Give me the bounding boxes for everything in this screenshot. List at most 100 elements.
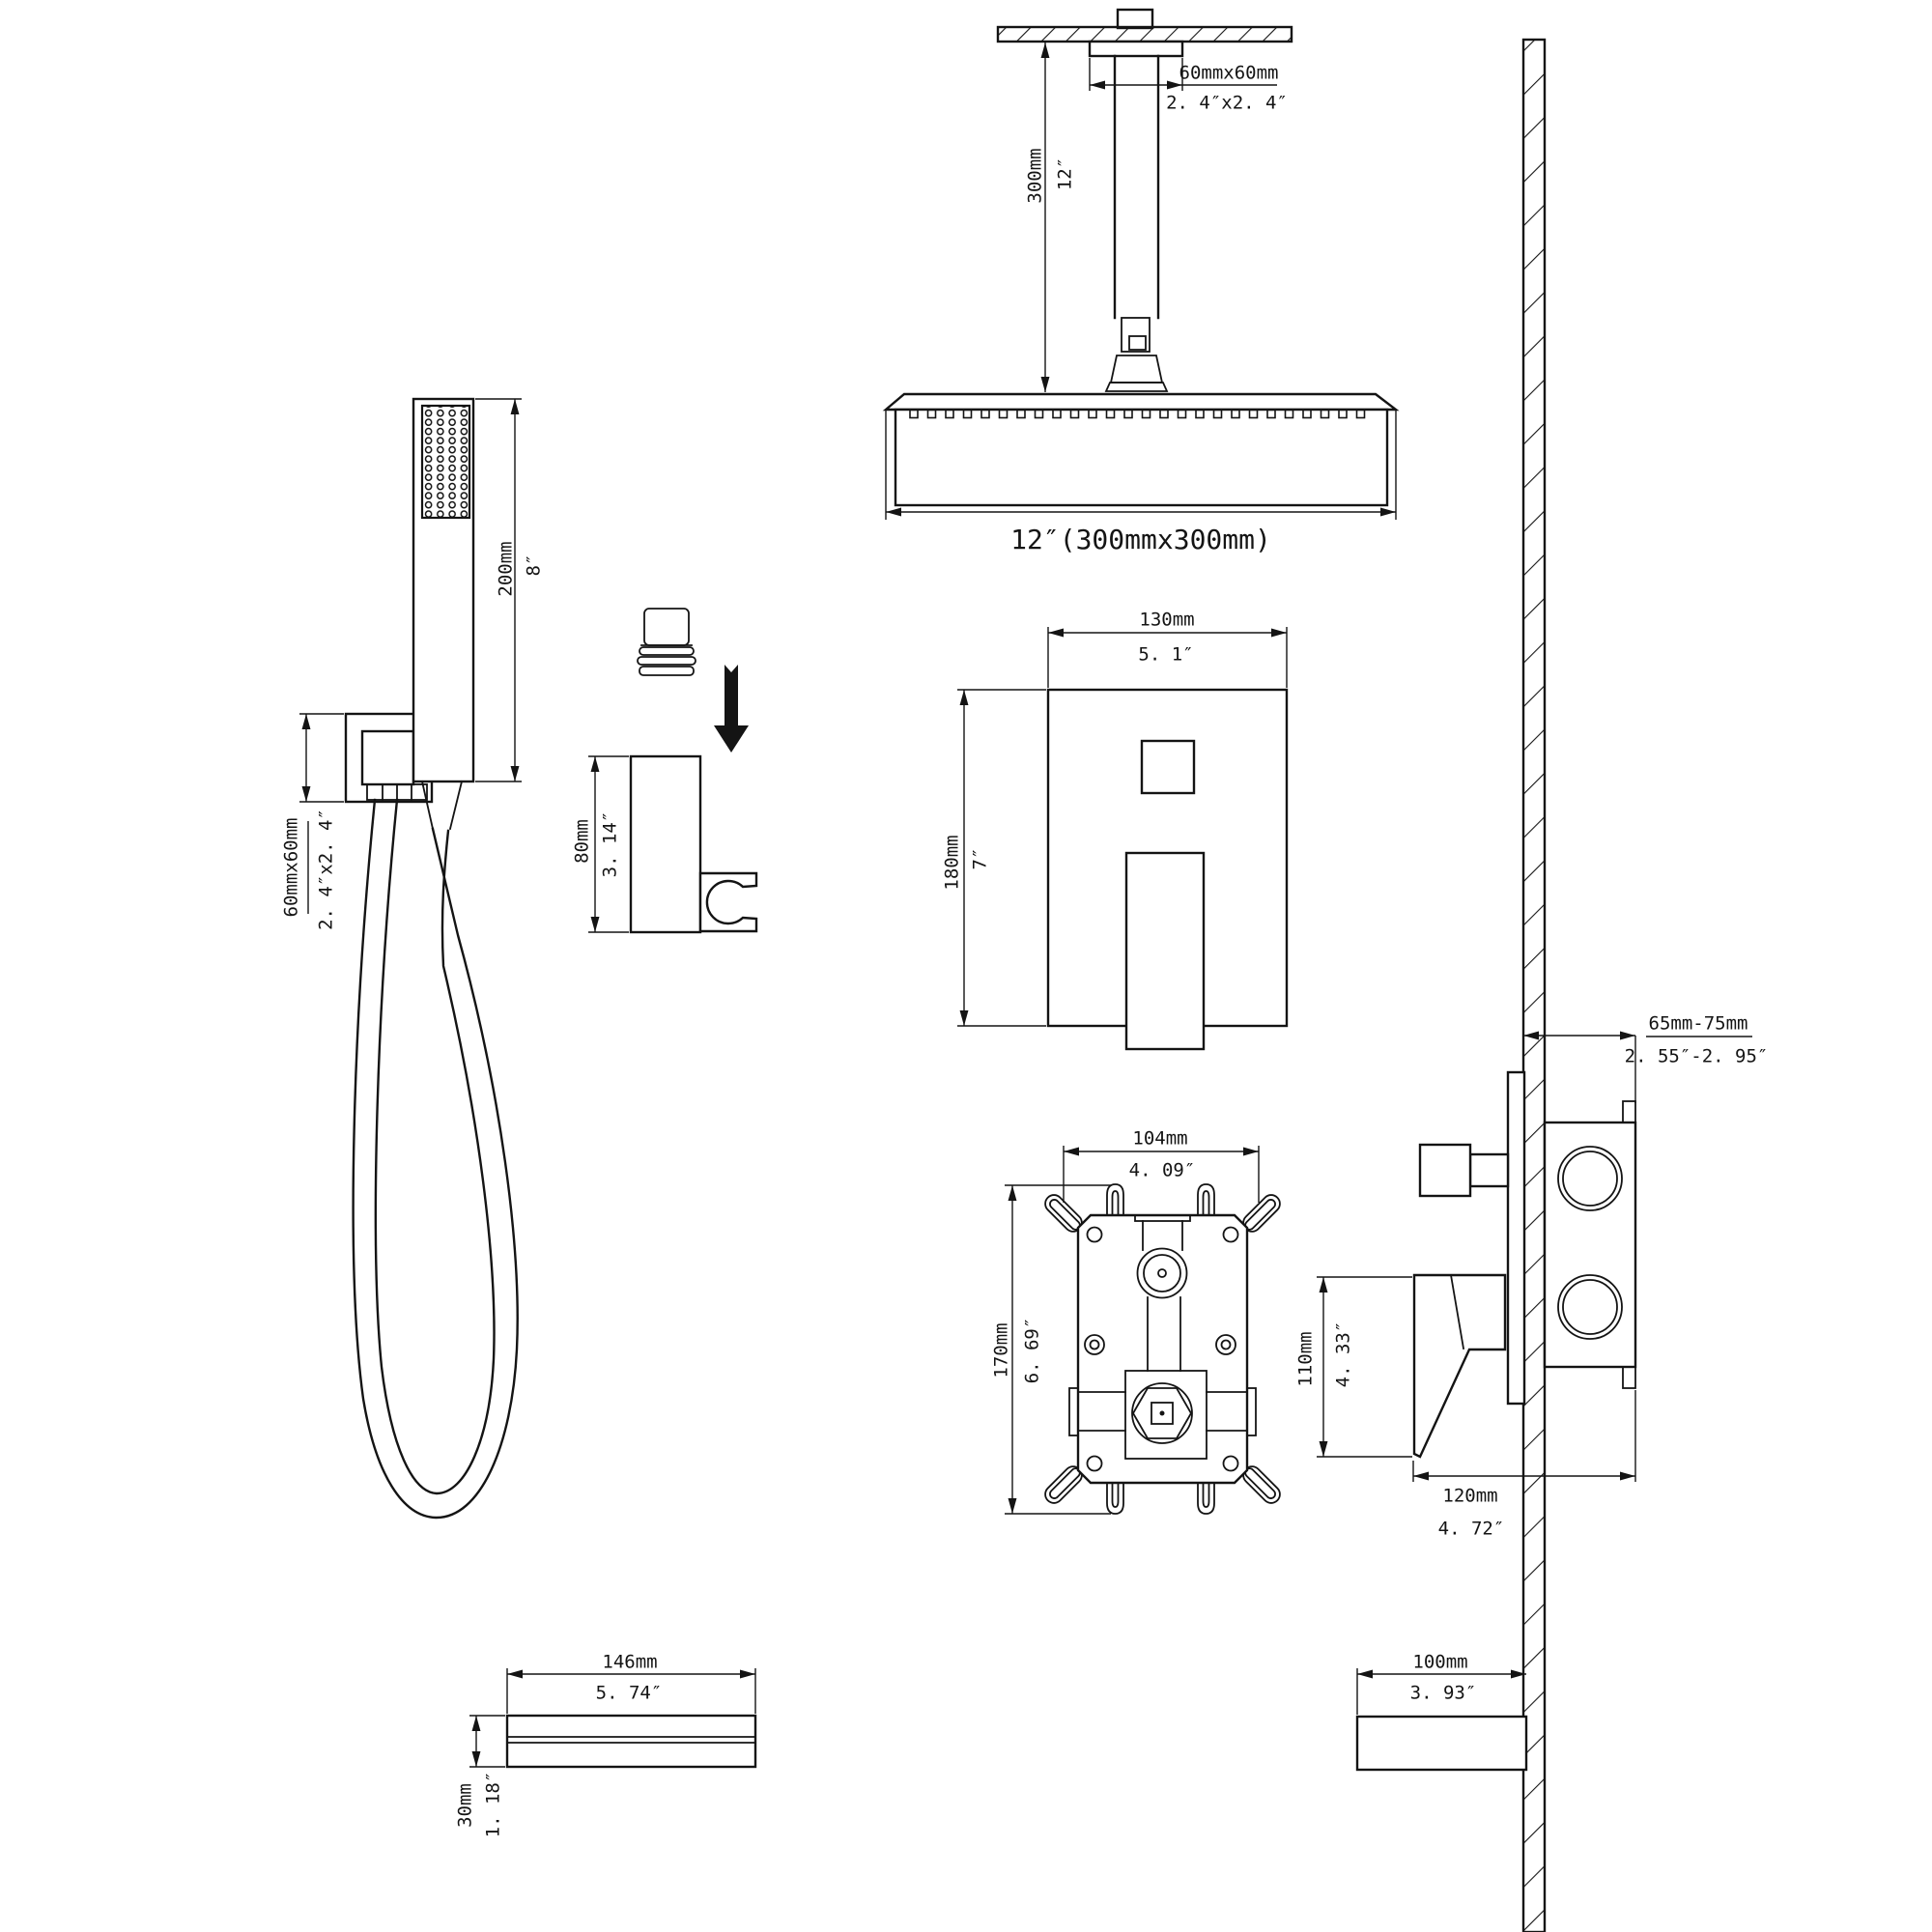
dim-valve-height-mm: 170mm — [991, 1322, 1012, 1378]
side-screw-hole — [1220, 1339, 1232, 1350]
dim-valve-width-mm: 104mm — [1132, 1128, 1187, 1150]
valve-port-side — [1557, 1146, 1623, 1211]
dim-wall-depth: 65mm-75mm 2. 55″-2. 95″ — [1523, 1013, 1769, 1103]
spout-side-body — [1355, 1715, 1528, 1772]
dim-spout-length: 100mm 3. 93″ — [1356, 1652, 1526, 1715]
handheld-shower-assembly: 200mm 8″ 60mmx60mm 2. 4″x2. 4″ — [281, 397, 545, 1520]
dim-arm-length: 300mm 12″ — [1025, 43, 1076, 392]
side-screw-hole — [1089, 1339, 1100, 1350]
dim-handle-height: 110mm 4. 33″ — [1295, 1276, 1412, 1458]
dim-handheld-length-in: 8″ — [524, 554, 545, 577]
dim-trim-width: 130mm 5. 1″ — [1047, 610, 1288, 688]
shower-hose-inner — [374, 798, 496, 1495]
valve-bottom-notch — [1622, 1366, 1636, 1389]
holder-clip — [698, 871, 758, 933]
dim-head-size-label: 12″(300mmx300mm) — [1010, 524, 1271, 555]
wall-section-hatch — [1521, 38, 1547, 1932]
side-screw-washer — [1215, 1334, 1236, 1355]
dim-handheld-length-mm: 200mm — [496, 541, 517, 596]
dim-handheld-bracket-in: 2. 4″x2. 4″ — [316, 809, 337, 930]
handheld-spray-face — [420, 404, 471, 520]
wall-supply-elbow — [360, 729, 415, 786]
trim-handle — [1124, 851, 1206, 1051]
side-installation-view: 65mm-75mm 2. 55″-2. 95″ 110mm 4. 33″ 120… — [1295, 38, 1769, 1932]
dim-spout-width: 146mm 5. 74″ — [506, 1652, 756, 1714]
dim-valve-width-in: 4. 09″ — [1129, 1160, 1196, 1181]
dim-head-size: 12″(300mmx300mm) — [885, 411, 1397, 555]
cartridge-stem — [1151, 1402, 1174, 1425]
dim-valve-width: 104mm 4. 09″ — [1063, 1128, 1260, 1203]
valve-port-side — [1557, 1274, 1623, 1340]
top-outlet-port-center — [1157, 1268, 1167, 1278]
dim-handheld-bracket-mm: 60mmx60mm — [281, 818, 302, 918]
dim-spout-height: 30mm 1. 18″ — [455, 1715, 505, 1838]
lever-handle-edge — [1449, 1273, 1465, 1350]
dim-spout-width-mm: 146mm — [602, 1652, 657, 1673]
screw-hole — [1086, 1226, 1103, 1243]
dim-arm-length-mm: 300mm — [1025, 148, 1046, 203]
dim-holder-height-in: 3. 14″ — [600, 811, 621, 878]
trim-plate-side — [1506, 1070, 1526, 1406]
screw-hole — [1086, 1455, 1103, 1472]
hose-adapter — [637, 608, 696, 676]
valve-top-notch — [1622, 1100, 1636, 1123]
tub-spout-front-view: 146mm 5. 74″ 30mm 1. 18″ — [455, 1652, 757, 1838]
dim-spout-length-in: 3. 93″ — [1410, 1683, 1477, 1704]
dim-wall-depth-in: 2. 55″-2. 95″ — [1625, 1046, 1769, 1067]
dim-valve-depth-in: 4. 72″ — [1438, 1519, 1505, 1540]
side-screw-washer — [1084, 1334, 1105, 1355]
ceiling-shower-assembly: 60mmx60mm 2. 4″x2. 4″ 300mm 12″ 12″(300m… — [882, 8, 1400, 555]
arm-ball-connector — [1104, 317, 1169, 392]
dim-ceiling-flange-in: 2. 4″x2. 4″ — [1166, 93, 1288, 114]
down-arrow-icon — [714, 665, 749, 753]
diverter-knob-stem — [1468, 1152, 1510, 1188]
holder-body — [629, 754, 702, 934]
ceiling-flange — [1088, 40, 1184, 58]
shower-hose-outer — [352, 798, 519, 1520]
wand-hose-taper — [448, 780, 464, 831]
dim-trim-height-mm: 180mm — [942, 835, 963, 890]
dim-arm-length-in: 12″ — [1055, 157, 1076, 190]
cartridge-hex-nut — [1131, 1387, 1193, 1439]
dim-valve-height: 170mm 6. 69″ — [991, 1184, 1111, 1515]
dim-ceiling-flange: 60mmx60mm 2. 4″x2. 4″ — [1089, 58, 1288, 114]
dim-trim-height-in: 7″ — [970, 848, 991, 870]
ceiling-section-hatch — [996, 25, 1293, 43]
dim-valve-depth-mm: 120mm — [1442, 1486, 1497, 1507]
dim-valve-depth: 120mm 4. 72″ — [1412, 1390, 1636, 1540]
wall-holder-bracket: 80mm 3. 14″ — [572, 754, 758, 934]
diverter-knob-side — [1418, 1143, 1472, 1198]
dim-wall-depth-mm: 65mm-75mm — [1649, 1013, 1748, 1035]
valve-port-side-inner — [1562, 1279, 1618, 1335]
dim-trim-width-in: 5. 1″ — [1138, 644, 1193, 666]
dim-ceiling-flange-mm: 60mmx60mm — [1179, 63, 1279, 84]
dim-spout-height-in: 1. 18″ — [483, 1772, 504, 1838]
water-supply-stub — [1116, 8, 1154, 30]
shower-head-body — [894, 408, 1389, 507]
right-inlet-stub — [1246, 1387, 1257, 1436]
screw-hole — [1222, 1455, 1239, 1472]
dim-holder-height: 80mm 3. 14″ — [572, 755, 629, 933]
top-outlet-port — [1136, 1247, 1188, 1299]
dim-handle-height-in: 4. 33″ — [1333, 1321, 1354, 1388]
dim-handheld-length: 200mm 8″ — [475, 398, 545, 782]
dim-holder-height-mm: 80mm — [572, 819, 593, 864]
shower-head-top-plate — [882, 392, 1400, 412]
tub-spout-side-view: 100mm 3. 93″ — [1355, 1652, 1528, 1772]
dim-spout-height-mm: 30mm — [455, 1783, 476, 1828]
wand-hose-taper — [420, 780, 435, 831]
cartridge-stem-center — [1159, 1410, 1165, 1416]
dim-valve-height-in: 6. 69″ — [1022, 1318, 1043, 1384]
valve-trim-plate-view: 130mm 5. 1″ 180mm 7″ — [942, 610, 1289, 1051]
dim-trim-height: 180mm 7″ — [942, 689, 1046, 1027]
dim-spout-length-mm: 100mm — [1412, 1652, 1467, 1673]
diverter-button-window — [1140, 739, 1196, 795]
shower-head-nozzle-row — [909, 410, 1373, 419]
dim-handle-height-mm: 110mm — [1295, 1331, 1317, 1386]
left-inlet-stub — [1068, 1387, 1079, 1436]
top-port-cap — [1134, 1214, 1191, 1222]
dim-spout-width-in: 5. 74″ — [596, 1683, 663, 1704]
top-outlet-port-inner — [1143, 1254, 1181, 1293]
